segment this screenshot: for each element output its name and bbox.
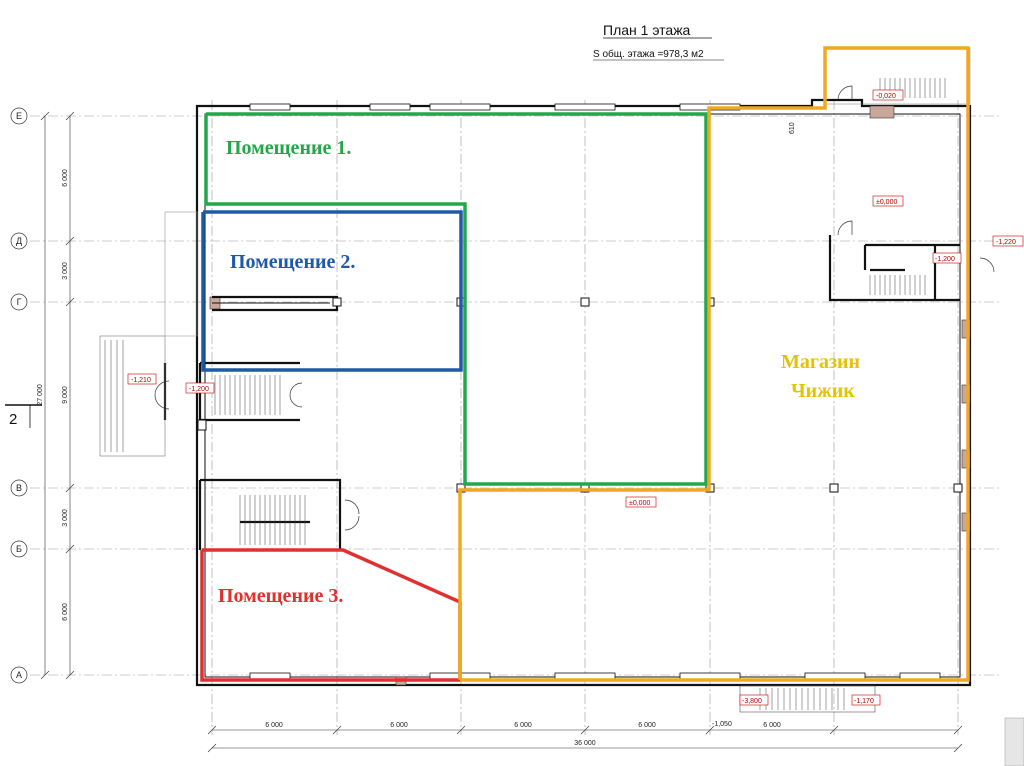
axis-label-d: Д [16,236,22,246]
section-mark-number: 2 [9,411,17,428]
dim-bottom-3: 6 000 [514,722,532,729]
dim-left-total: 27 000 [37,384,44,406]
corner-stamp [1004,717,1024,766]
level-mark-minus-0020: -0,020 [876,93,896,100]
level-marks: -0,020 ±0,000 -1,220 -1,200 -1,210 -1,20… [127,89,1024,728]
axis-label-e: Е [16,111,22,121]
level-mark-minus-1200-left: -1,200 [189,386,209,393]
grid-lines [30,100,1000,735]
dim-bottom-total: 36 000 [574,740,596,747]
dim-bottom-2: 6 000 [390,722,408,729]
axis-label-b: Б [16,544,22,554]
room-3-label: Помещение 3. [218,585,343,607]
dim-610: 610 [789,122,796,134]
doors [154,85,995,531]
dim-left-1: 6 000 [62,169,69,187]
bottom-dimension-chain: 6 000 6 000 6 000 6 000 6 000 36 000 [207,722,963,753]
level-mark-zero-top: ±0,000 [876,199,897,206]
level-mark-minus-1210: -1,210 [131,377,151,384]
axis-label-g: Г [17,297,22,307]
dim-left-5: 6 000 [62,603,69,621]
room-1-outline [204,112,708,486]
dim-left-4: 3 000 [62,509,69,527]
level-mark-minus-1050: -1,050 [712,721,732,728]
dim-left-2: 3 000 [62,262,69,280]
dim-left-3: 9 000 [62,386,69,404]
area-caption: S общ. этажа =978,3 м2 [593,48,704,60]
room-3-outline [200,548,462,682]
dim-bottom-5: 6 000 [763,722,781,729]
level-mark-minus-1220: -1,220 [996,239,1016,246]
level-mark-zero-mid: ±0,000 [629,500,650,507]
level-mark-minus-1170: -1,170 [854,698,874,705]
level-mark-minus-3800: -3,800 [742,698,762,705]
room-2-outline [201,210,463,372]
section-mark: 2 [5,404,42,428]
room-2-label: Помещение 2. [230,251,355,273]
level-mark-minus-1200-right: -1,200 [935,256,955,263]
dim-bottom-1: 6 000 [265,722,283,729]
left-dimension-chain: 6 000 3 000 9 000 3 000 6 000 27 000 [37,111,75,680]
axis-label-a: А [16,670,22,680]
axis-label-v: В [16,483,22,493]
shop-outline [458,46,970,682]
dim-bottom-4: 6 000 [638,722,656,729]
plan-title: План 1 этажа [603,22,691,38]
shop-label-line-1: Магазин [781,351,860,373]
shop-label-line-2: Чижик [791,380,855,402]
axis-bubbles: Е Д Г В Б А [10,107,28,684]
room-1-label: Помещение 1. [226,137,351,159]
